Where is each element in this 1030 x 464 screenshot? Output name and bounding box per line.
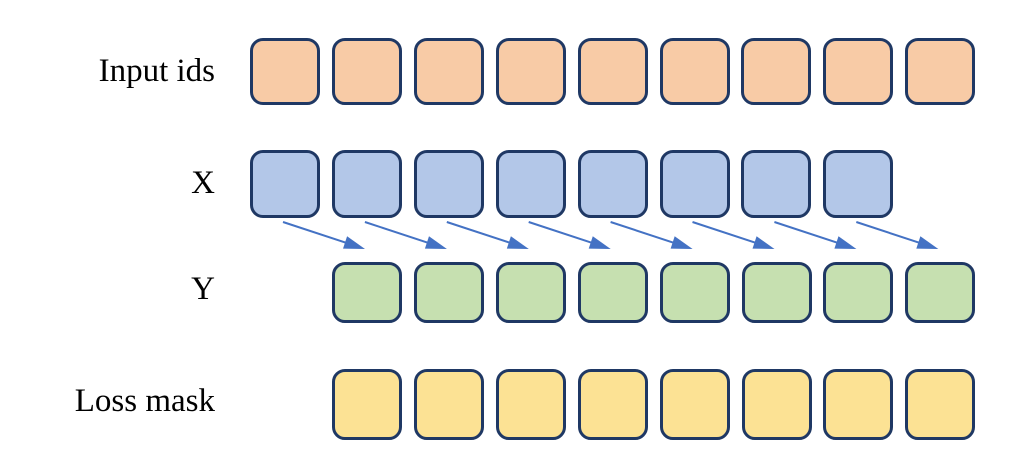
shift-arrow-head-6 [752, 236, 775, 249]
token-cell-x-2 [331, 150, 402, 218]
token-cell-input-ids-3 [413, 38, 484, 105]
token-cell-x-8 [823, 150, 894, 218]
token-cell-x-6 [659, 150, 730, 218]
token-cell-x-1 [250, 150, 320, 218]
token-cell-loss-mask-2 [413, 369, 484, 440]
token-cell-x-3 [413, 150, 484, 218]
shift-arrow-head-7 [834, 236, 857, 249]
token-cell-y-7 [823, 262, 894, 323]
token-cell-loss-mask-8 [905, 369, 976, 440]
token-cell-loss-mask-7 [823, 369, 894, 440]
shift-arrow-head-5 [670, 236, 693, 249]
row-label-loss-mask: Loss mask [74, 383, 215, 419]
token-cell-y-5 [659, 262, 730, 323]
shift-arrow-head-4 [588, 236, 611, 249]
row-label-y: Y [191, 271, 215, 307]
token-cell-loss-mask-1 [332, 369, 402, 440]
shift-arrow-line-1 [282, 221, 348, 245]
token-cell-x-5 [577, 150, 648, 218]
shift-arrow-line-6 [692, 221, 757, 245]
token-cell-y-1 [332, 262, 402, 323]
token-cell-x-4 [495, 150, 566, 218]
token-cell-input-ids-5 [577, 38, 648, 105]
shift-arrow-line-2 [364, 221, 430, 245]
token-cell-y-3 [495, 262, 566, 323]
token-cell-input-ids-9 [905, 38, 976, 105]
token-cell-y-6 [741, 262, 812, 323]
token-cell-loss-mask-5 [659, 369, 730, 440]
token-cell-y-2 [413, 262, 484, 323]
shift-arrow-head-8 [916, 236, 939, 249]
token-cell-input-ids-6 [659, 38, 730, 105]
row-label-x: X [191, 165, 215, 201]
token-cell-loss-mask-3 [495, 369, 566, 440]
token-cell-y-4 [577, 262, 648, 323]
row-label-input-ids: Input ids [98, 53, 215, 89]
shift-arrow-line-8 [855, 221, 921, 245]
token-cell-y-8 [905, 262, 976, 323]
token-cell-loss-mask-4 [577, 369, 648, 440]
shift-arrow-head-1 [343, 236, 365, 249]
token-cell-loss-mask-6 [741, 369, 812, 440]
shift-arrow-head-2 [424, 236, 447, 249]
token-cell-input-ids-2 [331, 38, 402, 105]
shift-arrow-line-5 [610, 221, 675, 245]
token-cell-x-7 [741, 150, 812, 218]
shift-arrow-line-7 [774, 221, 839, 245]
token-cell-input-ids-1 [250, 38, 320, 105]
token-cell-input-ids-4 [495, 38, 566, 105]
token-cell-input-ids-8 [823, 38, 894, 105]
shift-arrow-head-3 [506, 236, 529, 249]
shift-arrow-line-3 [446, 221, 512, 245]
shift-arrow-line-4 [528, 221, 593, 245]
token-cell-input-ids-7 [741, 38, 812, 105]
